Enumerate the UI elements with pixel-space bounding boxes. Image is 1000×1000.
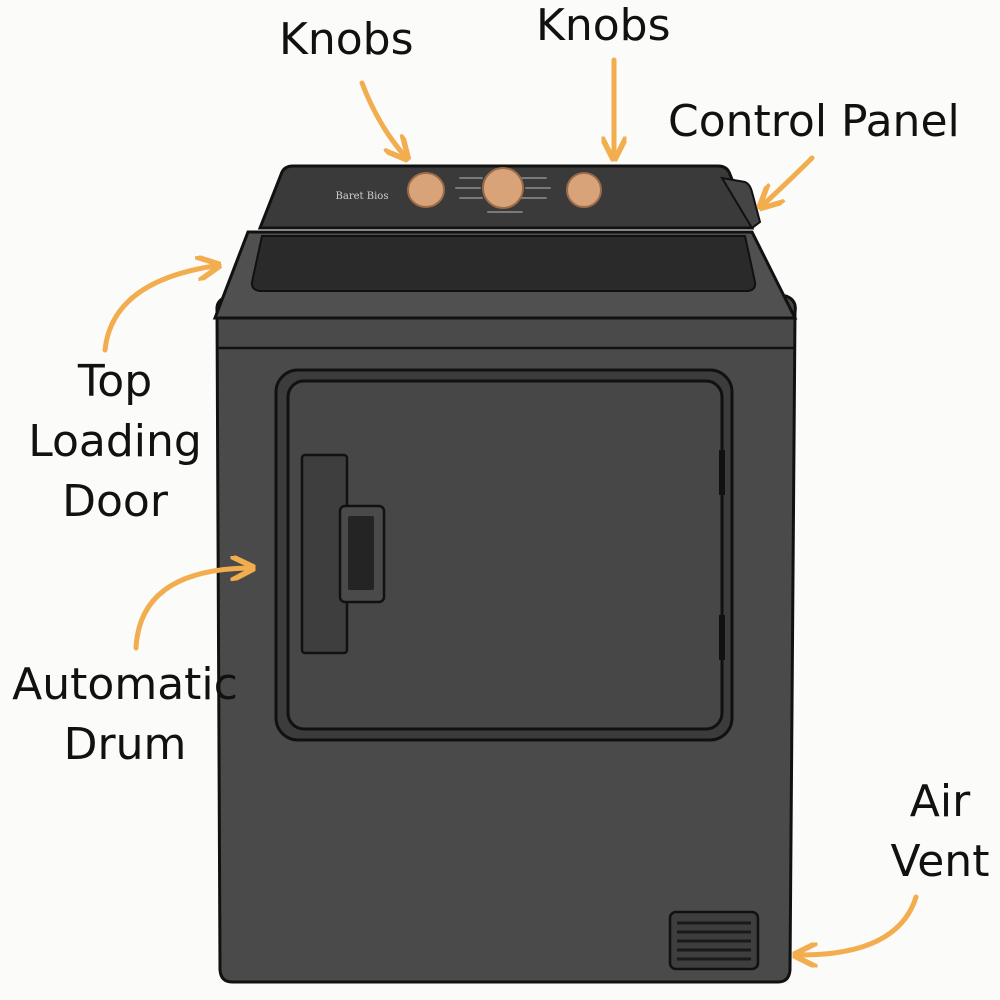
arrow-knobs-left [359,80,404,155]
hinge-bottom [719,615,725,660]
label-top-text: Top [77,356,153,407]
label-knobs-left-text: Knobs [279,14,414,65]
front-door[interactable] [274,368,734,742]
label-knobs-right: Knobs [536,0,671,56]
air-vent [668,910,760,971]
label-vent-text: Vent [890,836,990,887]
label-knobs-left: Knobs [279,10,414,70]
top-loading-door-panel [250,235,757,292]
knob-center[interactable] [482,167,524,209]
knob-right[interactable] [566,172,602,208]
door-handle[interactable] [300,453,386,655]
label-automatic-text: Automatic [12,659,238,710]
hinge-top [719,450,725,495]
label-drum-text: Drum [63,719,187,770]
dial-markings [455,177,551,213]
label-air-vent: Air Vent [880,772,1000,892]
control-panel: Baret Bios [257,164,762,230]
label-control-panel: Control Panel [668,92,960,152]
label-air-text: Air [909,776,971,827]
arrow-top-loading-door [102,266,214,353]
label-top-loading-door: Top Loading Door [10,352,220,532]
label-loading-text: Loading [28,416,202,467]
label-control-panel-text: Control Panel [668,96,960,147]
label-door-text: Door [62,476,168,527]
arrow-automatic-drum [133,568,248,651]
arrow-air-vent [800,894,919,955]
brand-text: Baret Bios [336,191,389,202]
knob-left[interactable] [407,172,445,208]
arrow-control-panel [764,155,815,204]
label-automatic-drum: Automatic Drum [0,655,250,775]
label-knobs-right-text: Knobs [536,0,671,51]
